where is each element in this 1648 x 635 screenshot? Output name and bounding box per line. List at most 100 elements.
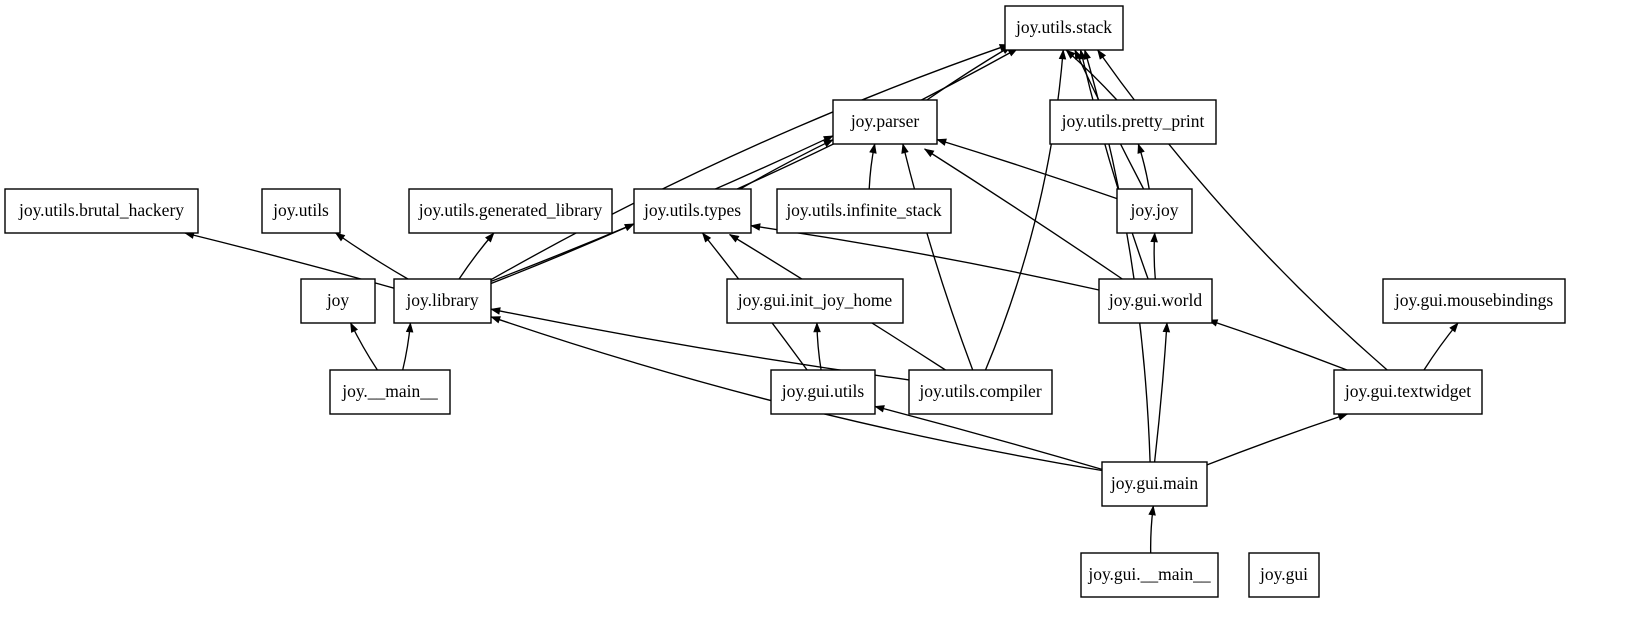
graph-node[interactable]: joy.parser	[832, 99, 938, 145]
dependency-edge	[1079, 49, 1149, 280]
edge-arrowhead	[901, 143, 909, 154]
node-box[interactable]	[261, 188, 341, 234]
graph-node[interactable]: joy.gui	[1248, 552, 1320, 598]
node-layer: joy.utils.stack joy.parser joy.utils.prett…	[4, 5, 1566, 598]
edge-arrowhead	[490, 307, 501, 315]
edge-arrowhead	[485, 232, 495, 243]
node-box[interactable]	[832, 99, 938, 145]
node-box[interactable]	[776, 188, 952, 234]
node-box[interactable]	[1382, 278, 1566, 324]
node-box[interactable]	[4, 188, 199, 234]
edge-arrowhead	[490, 316, 501, 324]
graph-node[interactable]: joy.utils.generated_library	[408, 188, 613, 234]
node-label: joy.utils.compiler	[918, 381, 1041, 401]
edge-arrowhead	[728, 234, 740, 243]
graph-node[interactable]: joy.utils.infinite_stack	[776, 188, 952, 234]
graph-node[interactable]: joy.utils.stack	[1004, 5, 1124, 51]
edge-arrowhead	[1083, 49, 1091, 60]
dependency-edge	[926, 45, 1012, 101]
edge-arrowhead	[1065, 49, 1076, 59]
node-label: joy.joy	[1130, 200, 1179, 220]
node-box[interactable]	[908, 369, 1053, 415]
node-box[interactable]	[1101, 461, 1208, 507]
edge-arrowhead	[1449, 322, 1459, 333]
graph-node[interactable]: joy.gui.textwidget	[1333, 369, 1483, 415]
node-label: joy.utils.generated_library	[418, 200, 603, 220]
node-label: joy.utils.stack	[1015, 17, 1112, 37]
graph-node[interactable]: joy.utils.pretty_print	[1049, 99, 1217, 145]
graph-node[interactable]: joy.gui.main	[1101, 461, 1208, 507]
graph-node[interactable]: joy.gui.__main__	[1080, 552, 1219, 598]
dependency-edge	[1153, 322, 1168, 463]
graph-node[interactable]: joy.gui.utils	[770, 369, 876, 415]
edge-arrowhead	[1097, 49, 1107, 60]
node-label: joy.library	[405, 290, 478, 310]
node-label: joy.utils.types	[643, 200, 741, 220]
edge-arrowhead	[823, 139, 834, 148]
dependency-edge	[490, 223, 635, 285]
node-label: joy.gui	[1259, 564, 1308, 584]
node-box[interactable]	[1333, 369, 1483, 415]
node-label: joy.__main__	[341, 381, 438, 401]
node-box[interactable]	[1248, 552, 1320, 598]
edge-arrowhead	[874, 405, 885, 413]
node-label: joy.gui.__main__	[1087, 564, 1211, 584]
dependency-edge	[1097, 49, 1388, 371]
graph-node[interactable]: joy.utils	[261, 188, 341, 234]
graph-node[interactable]: joy.joy	[1116, 188, 1193, 234]
graph-node[interactable]: joy.__main__	[329, 369, 451, 415]
graph-node[interactable]: joy.library	[393, 278, 492, 324]
edge-arrowhead	[334, 232, 346, 242]
edge-arrowhead	[813, 322, 821, 333]
node-box[interactable]	[408, 188, 613, 234]
node-box[interactable]	[1004, 5, 1124, 51]
dependency-edge	[874, 405, 1103, 471]
dependency-edge	[924, 148, 1123, 280]
node-box[interactable]	[726, 278, 904, 324]
node-label: joy.gui.world	[1108, 290, 1202, 310]
node-label: joy.parser	[850, 111, 920, 131]
graph-node[interactable]: joy.gui.init_joy_home	[726, 278, 904, 324]
node-box[interactable]	[633, 188, 752, 234]
graph-node[interactable]: joy.gui.world	[1098, 278, 1213, 324]
edge-arrowhead	[869, 143, 877, 154]
node-label: joy.gui.textwidget	[1344, 381, 1471, 401]
dependency-edge	[490, 44, 1010, 281]
node-label: joy.gui.init_joy_home	[737, 290, 893, 310]
dependency-edge	[335, 232, 409, 280]
node-label: joy.utils.pretty_print	[1061, 111, 1205, 131]
node-label: joy.utils.infinite_stack	[785, 200, 942, 220]
graph-node[interactable]: joy.utils.types	[633, 188, 752, 234]
node-box[interactable]	[329, 369, 451, 415]
edge-arrowhead	[923, 148, 935, 158]
dependency-edge	[1206, 413, 1348, 466]
node-box[interactable]	[770, 369, 876, 415]
graph-node[interactable]: joy.utils.brutal_hackery	[4, 188, 199, 234]
edge-arrowhead	[1148, 505, 1156, 516]
node-box[interactable]	[1098, 278, 1213, 324]
dependency-edge	[902, 143, 974, 371]
node-box[interactable]	[1116, 188, 1193, 234]
dependency-edge	[984, 49, 1064, 371]
edge-arrowhead	[1058, 49, 1067, 60]
graph-node[interactable]: joy.gui.mousebindings	[1382, 278, 1566, 324]
node-label: joy.gui.utils	[781, 381, 865, 401]
graph-node[interactable]: joy	[300, 278, 376, 324]
dependency-edge	[1208, 319, 1348, 371]
edge-arrowhead	[624, 223, 635, 232]
edge-arrowhead	[936, 138, 947, 146]
edge-arrowhead	[750, 223, 761, 231]
node-box[interactable]	[1049, 99, 1217, 145]
node-box[interactable]	[1080, 552, 1219, 598]
edge-arrowhead	[701, 232, 712, 243]
node-label: joy.gui.main	[1110, 473, 1199, 493]
node-label: joy.gui.mousebindings	[1394, 290, 1554, 310]
node-box[interactable]	[393, 278, 492, 324]
node-label: joy.utils.brutal_hackery	[18, 200, 184, 220]
graph-node[interactable]: joy.utils.compiler	[908, 369, 1053, 415]
edge-arrowhead	[405, 322, 414, 333]
node-box[interactable]	[300, 278, 376, 324]
edge-arrowhead	[1137, 143, 1145, 154]
